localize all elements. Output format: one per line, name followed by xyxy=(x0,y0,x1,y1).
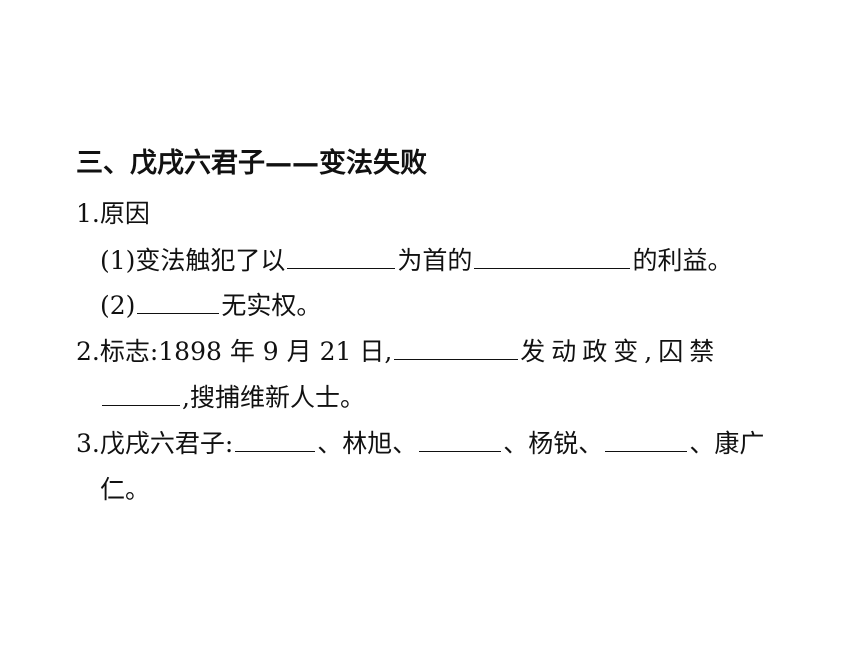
sign-suffix: ,搜捕维新人士。 xyxy=(182,383,365,412)
six-gentlemen-line-2: 仁。 xyxy=(100,475,151,504)
reason-2-prefix: (2) xyxy=(100,291,136,320)
reason-1-line: (1)变法触犯了以 为首的 的利益。 xyxy=(100,245,732,277)
fill-blank[interactable] xyxy=(235,429,316,452)
section-title: 三、戊戌六君子——变法失败 xyxy=(76,148,427,179)
reason-2-line: (2) 无实权。 xyxy=(100,290,321,322)
sign-line-2: ,搜捕维新人士。 xyxy=(100,382,365,414)
fill-blank[interactable] xyxy=(137,291,220,314)
six-prefix: 3.戊戌六君子: xyxy=(76,429,234,458)
fill-blank[interactable] xyxy=(287,246,396,269)
reason-heading: 1.原因 xyxy=(76,199,150,228)
six-gentlemen-line: 3.戊戌六君子: 、林旭、 、杨锐、 、康广 xyxy=(76,428,764,460)
fill-blank[interactable] xyxy=(474,246,631,269)
sign-mid: 发动政变,囚禁 xyxy=(520,337,721,366)
six-sep-1: 、林旭、 xyxy=(317,429,418,458)
sign-prefix: 2.标志:1898 年 9 月 21 日, xyxy=(76,337,393,366)
reason-2-suffix: 无实权。 xyxy=(221,291,322,320)
six-sep-2: 、杨锐、 xyxy=(503,429,604,458)
reason-1-prefix: (1)变法触犯了以 xyxy=(100,246,286,275)
fill-blank[interactable] xyxy=(394,337,519,360)
fill-blank[interactable] xyxy=(419,429,502,452)
fill-blank[interactable] xyxy=(102,383,180,406)
reason-1-suffix: 的利益。 xyxy=(632,246,733,275)
six-sep-3: 、康广 xyxy=(689,429,765,458)
reason-1-mid: 为首的 xyxy=(397,246,473,275)
fill-blank[interactable] xyxy=(605,429,688,452)
sign-line: 2.标志:1898 年 9 月 21 日, 发动政变,囚禁 xyxy=(76,336,720,368)
